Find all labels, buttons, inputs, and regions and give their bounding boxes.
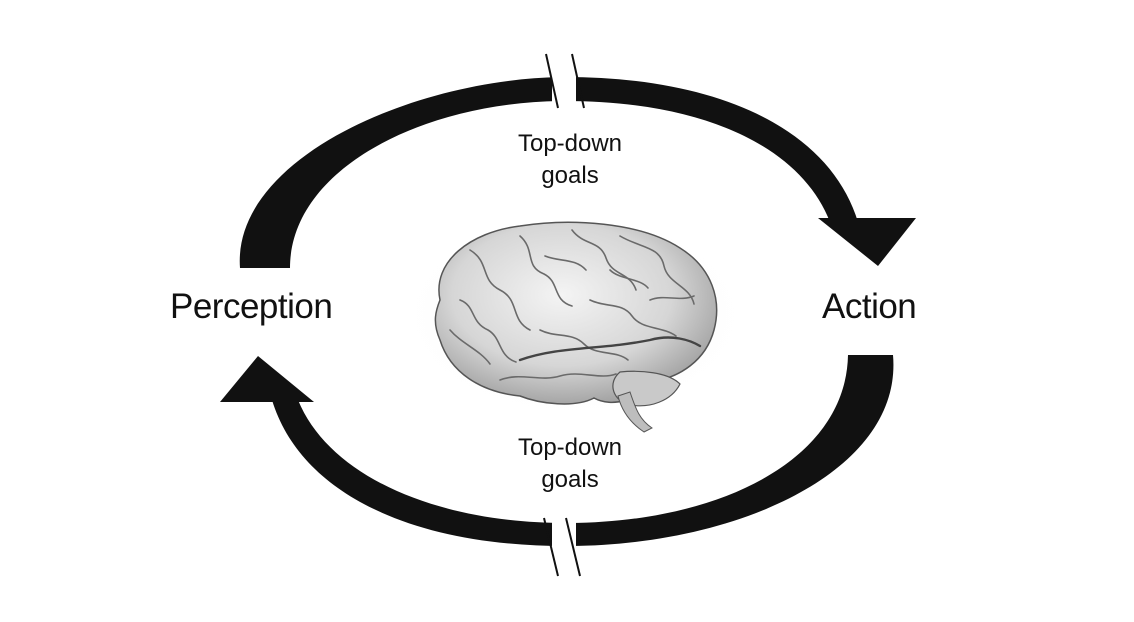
perception-label: Perception <box>170 287 333 326</box>
bottom-goals-line1: Top-down <box>517 434 623 461</box>
top-goals-line2: goals <box>541 162 599 189</box>
bottom-arc-arrow-icon <box>220 355 894 547</box>
action-label: Action <box>822 287 917 326</box>
brain-icon <box>390 205 760 433</box>
top-goals-line1: Top-down <box>517 130 623 157</box>
break-mark-icon <box>545 53 585 109</box>
top-goals-label: Top-down goals <box>470 128 670 192</box>
top-arc-arrow-icon <box>239 76 916 268</box>
bottom-goals-label: Top-down goals <box>470 432 670 496</box>
break-mark-icon <box>543 517 581 577</box>
bottom-goals-line2: goals <box>541 466 599 493</box>
